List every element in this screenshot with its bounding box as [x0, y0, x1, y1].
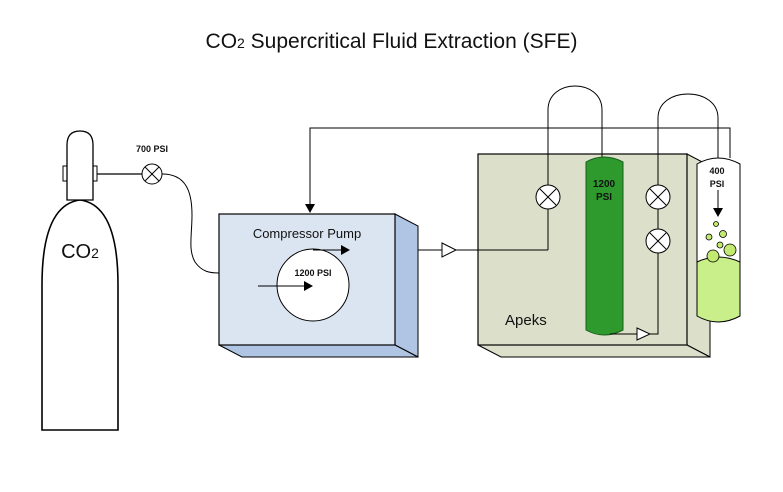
- separator-vessel: 400 PSI: [696, 157, 741, 323]
- tank-body: [41, 199, 119, 431]
- outlet-valve-lower[interactable]: [645, 228, 671, 254]
- diagram-title: CO2 Supercritical Fluid Extraction (SFE): [0, 30, 783, 54]
- pump-rotor: [276, 248, 350, 322]
- valve-to-compressor-hose: [161, 173, 220, 274]
- extractor-bottom: [477, 344, 711, 358]
- compressor-pressure: 1200 PSI: [294, 268, 331, 278]
- co2-tank: CO2: [41, 130, 119, 431]
- outlet-valve-upper[interactable]: [645, 184, 671, 210]
- tank-neck: [66, 130, 94, 201]
- compressor-pump: Compressor Pump 1200 PSI: [218, 213, 419, 358]
- compressor-bottom: [218, 344, 419, 358]
- title-rest: Supercritical Fluid Extraction (SFE): [244, 30, 578, 53]
- bubbles: [705, 221, 737, 263]
- title-co: CO: [205, 30, 238, 53]
- column-bottom-pipe: [610, 253, 659, 335]
- tank-valve[interactable]: [141, 163, 163, 185]
- check-valve-icon: [636, 327, 652, 341]
- column-pressure-line1: 1200: [593, 179, 616, 190]
- extractor-label: Apeks: [505, 312, 547, 329]
- tank-valve-pressure: 700 PSI: [136, 144, 168, 154]
- recycle-line: [305, 127, 731, 213]
- title-subscript: 2: [237, 35, 245, 51]
- inlet-valve[interactable]: [535, 184, 561, 210]
- compressor-label: Compressor Pump: [253, 226, 361, 241]
- tank-label: CO2: [61, 241, 99, 263]
- compressor-side: [394, 213, 419, 358]
- separator-pressure-line2: PSI: [710, 179, 725, 189]
- extraction-column: 1200 PSI: [585, 156, 624, 336]
- column-inlet-hose: [547, 85, 603, 185]
- column-pressure-line2: PSI: [596, 192, 612, 203]
- column-outlet-hose: [657, 93, 719, 185]
- check-valve-icon: [441, 242, 458, 258]
- separator-liquid: [696, 256, 741, 323]
- tank-tab-left: [62, 165, 67, 182]
- separator-pressure-line1: 400: [709, 166, 724, 176]
